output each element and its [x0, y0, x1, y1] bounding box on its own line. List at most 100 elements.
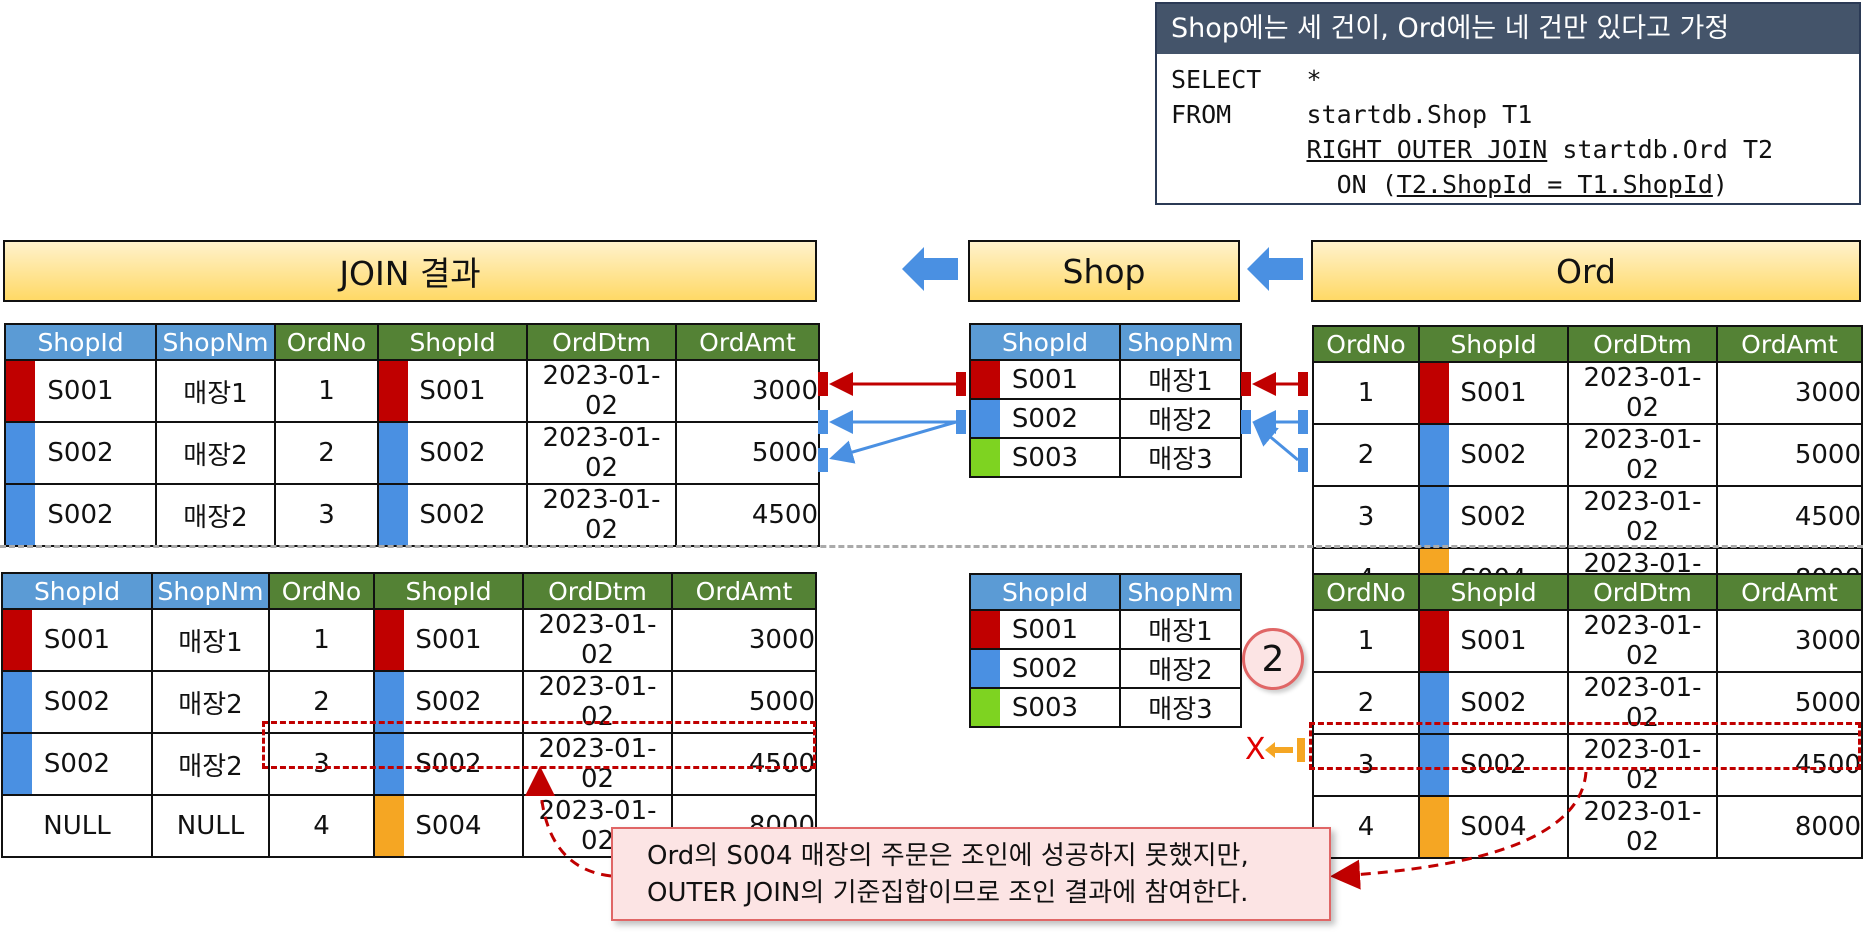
- table-header-row: OrdNo ShopId OrdDtm OrdAmt: [1312, 573, 1863, 611]
- join-connectors: [818, 372, 1308, 472]
- table-header-row: ShopId ShopNm: [969, 323, 1242, 361]
- cell-shopid-null: NULL: [1, 794, 153, 858]
- col-header: ShopNm: [155, 323, 276, 361]
- flow-arrow-icon: [1247, 247, 1303, 291]
- blue-connector-marker: [1298, 410, 1308, 434]
- cell-shopid: S001: [1011, 364, 1079, 395]
- col-header: ShopId: [4, 323, 157, 361]
- table-row: 4 S004 2023-01-02 8000: [1312, 795, 1863, 859]
- color-swatch: [971, 650, 1000, 687]
- cell-shopnm-null: NULL: [151, 794, 270, 858]
- cell-shopid: S002: [415, 749, 482, 779]
- cell-shopid: S002: [47, 500, 114, 530]
- blue-connector-marker: [1298, 448, 1308, 472]
- cell-orddtm: 2023-01-02: [1567, 485, 1718, 549]
- cell-shopnm: 매장2: [155, 483, 276, 547]
- table-row: S002 매장2 2 S002 2023-01-02 5000: [4, 421, 820, 485]
- sql-on-close: ): [1712, 170, 1728, 199]
- cell-orddtm: 2023-01-02: [526, 483, 677, 547]
- cell-ordamt: 4500: [1716, 733, 1863, 797]
- red-connector-marker: [818, 372, 828, 396]
- col-header: ShopId: [1, 572, 153, 610]
- color-swatch: [3, 734, 32, 794]
- color-swatch: [3, 610, 32, 670]
- table-row: S001 매장1 1 S001 2023-01-02 3000: [4, 359, 820, 423]
- table-header-row: ShopId ShopNm OrdNo ShopId OrdDtm OrdAmt: [1, 572, 817, 610]
- cell-shopid: S001: [47, 376, 114, 406]
- col-header: OrdAmt: [671, 572, 817, 610]
- cell-shopid: S001: [1460, 378, 1527, 408]
- cell-shopid: S001: [419, 376, 486, 406]
- table-row: 2 S002 2023-01-02 5000: [1312, 423, 1863, 487]
- sql-on-kw: ON (: [1336, 170, 1397, 199]
- cell-ordno: 2: [274, 421, 379, 485]
- sql-on-cond: T2.ShopId = T1.ShopId: [1396, 170, 1713, 199]
- sql-from-kw: FROM: [1171, 100, 1232, 129]
- col-header: ShopId: [969, 323, 1121, 361]
- cell-ordamt: 4500: [671, 732, 817, 796]
- cell-shopid: S002: [419, 438, 486, 468]
- color-swatch: [971, 439, 1000, 476]
- color-swatch: [379, 361, 408, 421]
- cell-orddtm: 2023-01-02: [522, 608, 673, 672]
- cell-shopnm: 매장1: [1119, 359, 1242, 400]
- color-swatch: [971, 611, 1000, 648]
- table-row: S003 매장3: [969, 437, 1242, 478]
- cell-orddtm: 2023-01-02: [526, 359, 677, 423]
- col-header: OrdAmt: [1716, 325, 1863, 363]
- banner-shop: Shop: [968, 240, 1240, 302]
- cell-orddtm: 2023-01-02: [1567, 733, 1718, 797]
- col-header: ShopId: [373, 572, 524, 610]
- top-shop-table: ShopId ShopNm S001 매장1 S002 매장2 S003 매장3: [969, 323, 1242, 478]
- callout-line-2: OUTER JOIN의 기준집합이므로 조인 결과에 참여한다.: [647, 878, 1249, 908]
- cell-ordamt: 4500: [675, 483, 820, 547]
- color-swatch: [375, 734, 404, 794]
- color-swatch: [971, 361, 1000, 398]
- table-row: 3 S002 2023-01-02 4500: [1312, 485, 1863, 549]
- col-header: ShopId: [1418, 325, 1569, 363]
- cell-ordno: 2: [1312, 423, 1420, 487]
- sql-join-rest: startdb.Ord T2: [1547, 135, 1774, 164]
- cell-ordno: 3: [268, 732, 375, 796]
- cell-ordamt: 4500: [1716, 485, 1863, 549]
- cell-shopid: S002: [1460, 688, 1527, 718]
- top-join-table: ShopId ShopNm OrdNo ShopId OrdDtm OrdAmt…: [4, 323, 820, 547]
- sql-code: SELECT * FROM startdb.Shop T1 RIGHT OUTE…: [1157, 54, 1859, 202]
- red-connector-marker: [956, 372, 966, 396]
- col-header: ShopId: [969, 573, 1121, 611]
- cell-shopnm: 매장2: [151, 670, 270, 734]
- color-swatch: [379, 423, 408, 483]
- col-header: OrdAmt: [675, 323, 820, 361]
- cell-orddtm: 2023-01-02: [526, 421, 677, 485]
- blue-connector-marker: [1241, 410, 1251, 434]
- highlight-unmatched-ord-row: [1309, 722, 1861, 770]
- cell-ordno: 3: [1312, 733, 1420, 797]
- blue-connector-marker: [818, 448, 828, 472]
- cell-shopid: S002: [1460, 750, 1527, 780]
- color-swatch: [1420, 735, 1449, 795]
- color-swatch: [1420, 487, 1449, 547]
- blue-connector-marker: [956, 410, 966, 434]
- callout-arrows: [525, 766, 1588, 890]
- color-swatch: [6, 485, 35, 545]
- cell-shopid: S002: [43, 749, 111, 779]
- cell-ordamt: 8000: [1716, 795, 1863, 859]
- blue-connector-marker: [818, 410, 828, 434]
- cell-ordno: 4: [268, 794, 375, 858]
- cell-ordno: 1: [1312, 361, 1420, 425]
- color-swatch: [379, 485, 408, 545]
- cell-ordno: 1: [274, 359, 379, 423]
- table-header-row: ShopId ShopNm OrdNo ShopId OrdDtm OrdAmt: [4, 323, 820, 361]
- cell-ordamt: 5000: [675, 421, 820, 485]
- cell-shopnm: 매장2: [1119, 648, 1242, 689]
- sql-box: Shop에는 세 건이, Ord에는 네 건만 있다고 가정 SELECT * …: [1155, 2, 1861, 205]
- red-connector-marker: [1298, 372, 1308, 396]
- table-header-row: OrdNo ShopId OrdDtm OrdAmt: [1312, 325, 1863, 363]
- cell-ordno: 1: [1312, 609, 1420, 673]
- callout-arrow-right: [1330, 771, 1588, 890]
- color-swatch: [6, 423, 35, 483]
- join-fail-x-mark: X: [1245, 732, 1266, 767]
- sql-from-val: startdb.Shop T1: [1306, 100, 1533, 129]
- table-row: S003 매장3: [969, 687, 1242, 728]
- col-header: OrdNo: [1312, 573, 1420, 611]
